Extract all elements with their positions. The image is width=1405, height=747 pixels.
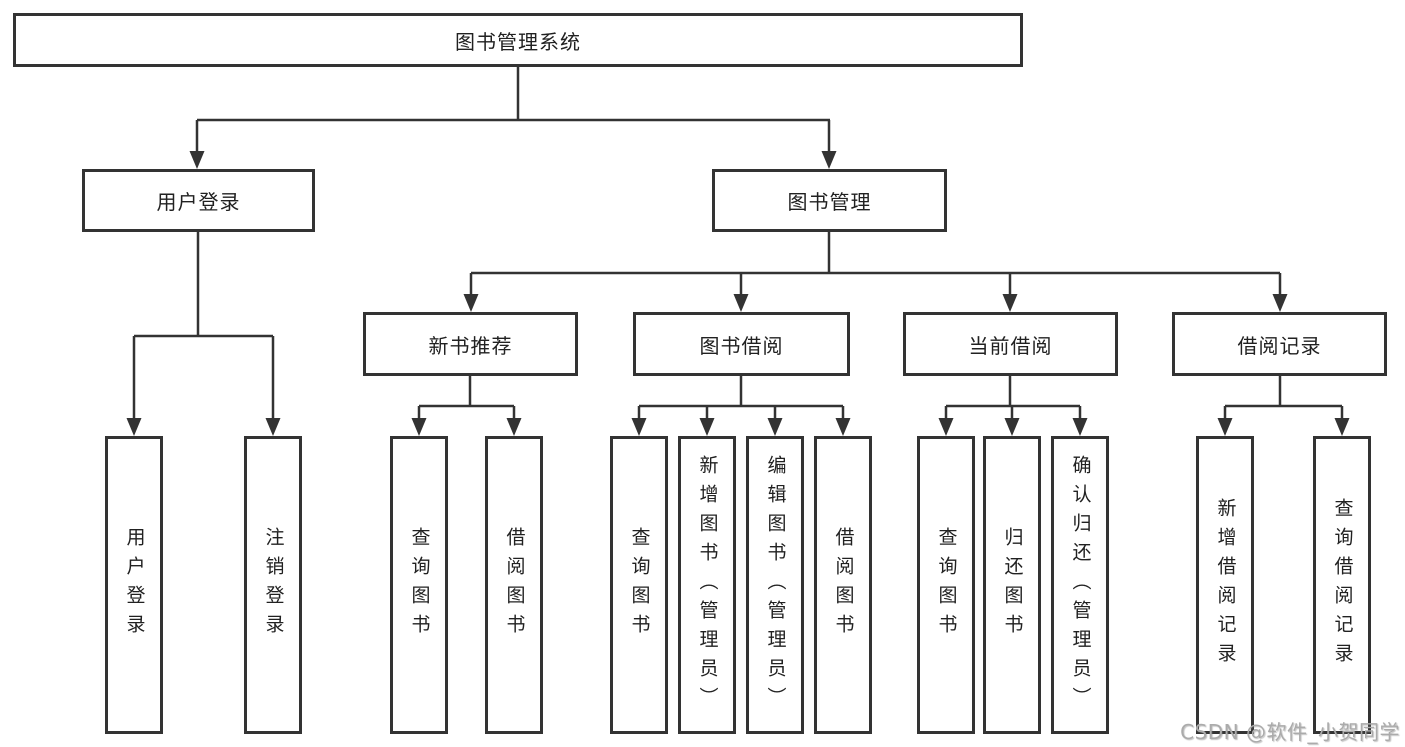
leaf-records-query-record: 查询借阅记录 [1313, 436, 1371, 734]
arrow-down-icon [821, 151, 837, 169]
leaf-current-return-books: 归还图书 [983, 436, 1041, 734]
node-label: 用户登录 [123, 527, 146, 643]
node-label: 归还图书 [1001, 527, 1024, 643]
leaf-newbook-query-books: 查询图书 [390, 436, 448, 734]
arrow-down-icon [463, 294, 479, 312]
leaf-newbook-borrow-books: 借阅图书 [485, 436, 543, 734]
leaf-records-add-record: 新增借阅记录 [1196, 436, 1254, 734]
csdn-watermark: CSDN @软件_小贺同学 [1180, 720, 1400, 744]
node-label: 当前借阅 [968, 333, 1053, 358]
arrowhead-icons [126, 151, 1350, 436]
node-label: 借阅图书 [832, 527, 855, 643]
leaf-user-login: 用户登录 [105, 436, 163, 734]
leaf-logout: 注销登录 [244, 436, 302, 734]
node-label: 确认归还（管理员） [1069, 454, 1092, 716]
node-borrowing-records: 借阅记录 [1172, 312, 1387, 376]
node-current-borrowing: 当前借阅 [903, 312, 1118, 376]
arrow-down-icon [1002, 294, 1018, 312]
node-label: 新增图书（管理员） [696, 454, 719, 716]
node-label: 图书借阅 [699, 333, 784, 358]
leaf-borrowing-edit-books-admin: 编辑图书（管理员） [746, 436, 804, 734]
node-user-login: 用户登录 [82, 169, 315, 232]
node-label: 用户登录 [156, 190, 241, 214]
node-label: 图书管理 [787, 190, 872, 214]
node-label: 借阅图书 [503, 527, 526, 643]
node-book-borrowing: 图书借阅 [633, 312, 850, 376]
node-label: 新增借阅记录 [1214, 498, 1237, 672]
arrow-down-icon [938, 418, 954, 436]
leaf-current-confirm-return-admin: 确认归还（管理员） [1051, 436, 1109, 734]
leaf-borrowing-add-books-admin: 新增图书（管理员） [678, 436, 736, 734]
arrow-down-icon [411, 418, 427, 436]
node-label: 查询图书 [628, 527, 651, 643]
arrow-down-icon [1004, 418, 1020, 436]
node-label: 图书管理系统 [455, 29, 581, 54]
node-label: 编辑图书（管理员） [764, 454, 787, 716]
node-label: 查询图书 [935, 527, 958, 643]
node-label: 注销登录 [262, 527, 285, 643]
arrow-down-icon [1217, 418, 1233, 436]
arrow-down-icon [767, 418, 783, 436]
arrow-down-icon [1334, 418, 1350, 436]
node-label: 查询借阅记录 [1331, 498, 1354, 672]
leaf-current-query-books: 查询图书 [917, 436, 975, 734]
arrow-down-icon [189, 151, 205, 169]
arrow-down-icon [1272, 294, 1288, 312]
node-new-book-recommend: 新书推荐 [363, 312, 578, 376]
arrow-down-icon [506, 418, 522, 436]
leaf-borrowing-query-books: 查询图书 [610, 436, 668, 734]
connector-lines [132, 67, 1344, 420]
arrow-down-icon [835, 418, 851, 436]
node-label: 借阅记录 [1237, 333, 1322, 358]
node-label: 查询图书 [408, 527, 431, 643]
node-book-management: 图书管理 [712, 169, 947, 232]
arrow-down-icon [699, 418, 715, 436]
arrow-down-icon [126, 418, 142, 436]
node-label: 新书推荐 [428, 333, 513, 358]
arrow-down-icon [733, 294, 749, 312]
arrow-down-icon [631, 418, 647, 436]
arrow-down-icon [265, 418, 281, 436]
arrow-down-icon [1072, 418, 1088, 436]
node-library-management-system: 图书管理系统 [13, 13, 1023, 67]
leaf-borrowing-borrow-books: 借阅图书 [814, 436, 872, 734]
